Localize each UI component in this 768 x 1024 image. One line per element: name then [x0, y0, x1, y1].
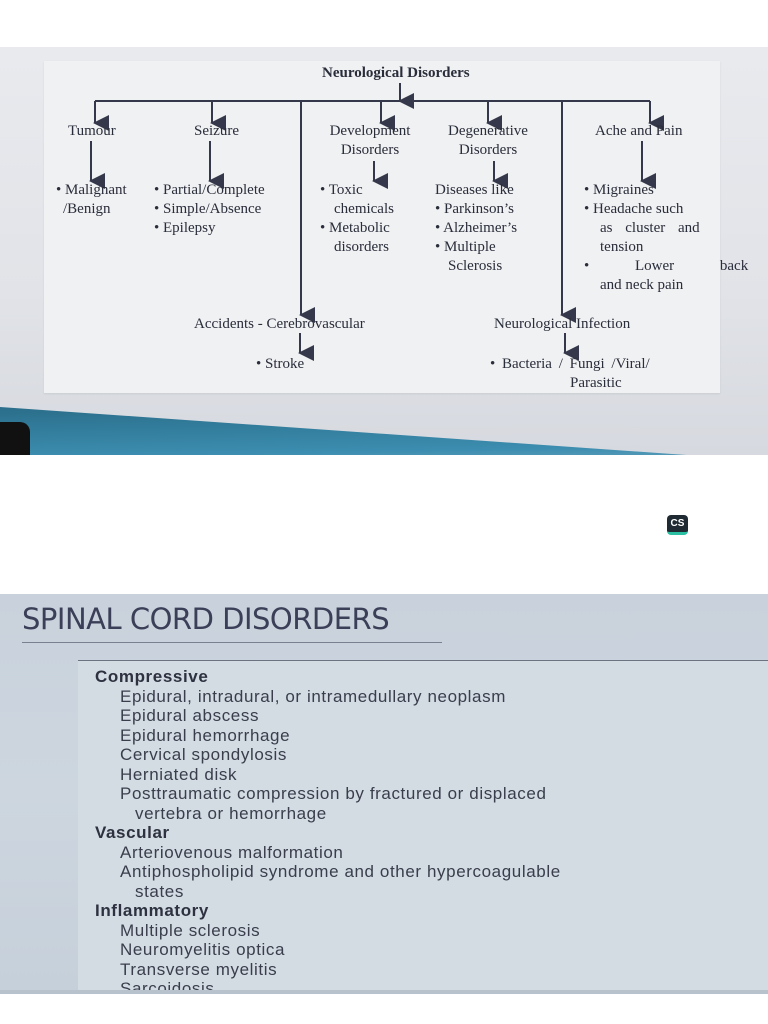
list-item: Arteriovenous malformation [120, 842, 344, 862]
category-compressive: Compressive [95, 667, 209, 686]
list-item: • Migraines [584, 182, 654, 198]
list-item: • Metabolic [320, 220, 390, 236]
degenerative-title-line: Degenerative [448, 123, 528, 139]
list-item: disorders [334, 239, 389, 255]
list-item: • Headache such [584, 201, 684, 217]
list-item: • Bacteria / Fungi /Viral/ [490, 356, 650, 372]
spinal-cord-photo: SPINAL CORD DISORDERS Compressive Epidur… [0, 594, 768, 994]
infection-title: Neurological Infection [494, 316, 631, 332]
category-inflammatory: Inflammatory [95, 901, 209, 920]
ache-items: • Migraines • Headache such as cluster a… [584, 181, 749, 295]
category-degenerative: Degenerative Disorders [438, 122, 538, 160]
degenerative-items: Diseases like • Parkinson’s • Alzheimer’… [435, 181, 517, 276]
list-item: Transverse myelitis [120, 959, 278, 979]
list-item: tension [600, 239, 644, 255]
flowchart-paper: Neurological Disorders Tumour • Malignan… [44, 61, 749, 393]
list-item: Posttraumatic compression by fractured o… [120, 784, 547, 803]
table-sheet [78, 660, 768, 994]
list-item: /Benign [63, 201, 111, 217]
degenerative-title-line: Disorders [458, 142, 518, 158]
list-item: Parasitic [570, 375, 622, 391]
seizure-title: Seizure [194, 123, 239, 139]
list-item: • Toxic [320, 182, 363, 198]
list-item: • Parkinson’s [435, 201, 515, 217]
infection-items: • Bacteria / Fungi /Viral/ Parasitic [490, 355, 650, 393]
list-item: and neck pain [600, 277, 684, 293]
slide-heading: SPINAL CORD DISORDERS [22, 602, 390, 636]
category-vascular: Vascular [95, 823, 170, 842]
list-item: Cervical spondylosis [120, 745, 287, 764]
heading-underline [22, 642, 442, 643]
category-tumour: Tumour [68, 122, 116, 141]
list-item: Epidural abscess [120, 706, 260, 725]
category-accidents: Accidents - Cerebrovascular [194, 315, 365, 334]
list-item: • Partial/Complete [154, 182, 265, 198]
camscanner-logo-icon: CS [667, 515, 688, 535]
list-item: Epidural hemorrhage [120, 725, 291, 745]
tumour-items: • Malignant /Benign [56, 181, 127, 219]
seizure-items: • Partial/Complete • Simple/Absence • Ep… [154, 181, 265, 238]
disorder-list: Compressive Epidural, intradural, or int… [95, 667, 755, 994]
flowchart-photo: Neurological Disorders Tumour • Malignan… [0, 47, 768, 455]
list-item: Sclerosis [448, 258, 503, 274]
development-title-line: Disorders [340, 142, 400, 158]
flowchart-root: Neurological Disorders [322, 64, 470, 83]
photo-bottom-edge [0, 990, 768, 994]
flowchart-connectors [89, 83, 664, 361]
category-ache-pain: Ache and Pain [595, 122, 682, 141]
category-seizure: Seizure [194, 122, 239, 141]
list-item: Herniated disk [120, 764, 238, 784]
list-item: • Stroke [256, 356, 305, 372]
root-label: Neurological Disorders [322, 65, 470, 81]
list-item: • Multiple [435, 239, 496, 255]
list-item: • Lower back [584, 258, 749, 274]
list-item: • Simple/Absence [154, 201, 262, 217]
list-item: Epidural, intradural, or intramedullary … [120, 686, 506, 706]
list-item: as cluster and [600, 220, 700, 236]
accidents-title: Accidents - Cerebrovascular [194, 316, 365, 332]
development-title-line: Development [329, 123, 411, 139]
category-infection: Neurological Infection [494, 315, 630, 334]
list-item-continuation: states [135, 881, 184, 901]
list-item: Multiple sclerosis [120, 920, 261, 940]
list-item: Neuromyelitis optica [120, 940, 286, 959]
accidents-items: • Stroke [256, 355, 304, 374]
list-item: Diseases like [435, 182, 514, 198]
list-item: Antiphospholipid syndrome and other hype… [120, 862, 561, 881]
ache-title: Ache and Pain [595, 123, 683, 139]
list-item: chemicals [334, 201, 394, 217]
tumour-title: Tumour [68, 123, 116, 139]
list-item: • Alzheimer’s [435, 220, 518, 236]
category-development: Development Disorders [320, 122, 420, 160]
list-item: • Malignant [56, 182, 127, 198]
list-item: • Epilepsy [154, 220, 216, 236]
development-items: • Toxic chemicals • Metabolic disorders [320, 181, 394, 257]
list-item-continuation: vertebra or hemorrhage [135, 803, 327, 823]
dark-object [0, 422, 30, 455]
desk-background [0, 407, 768, 455]
